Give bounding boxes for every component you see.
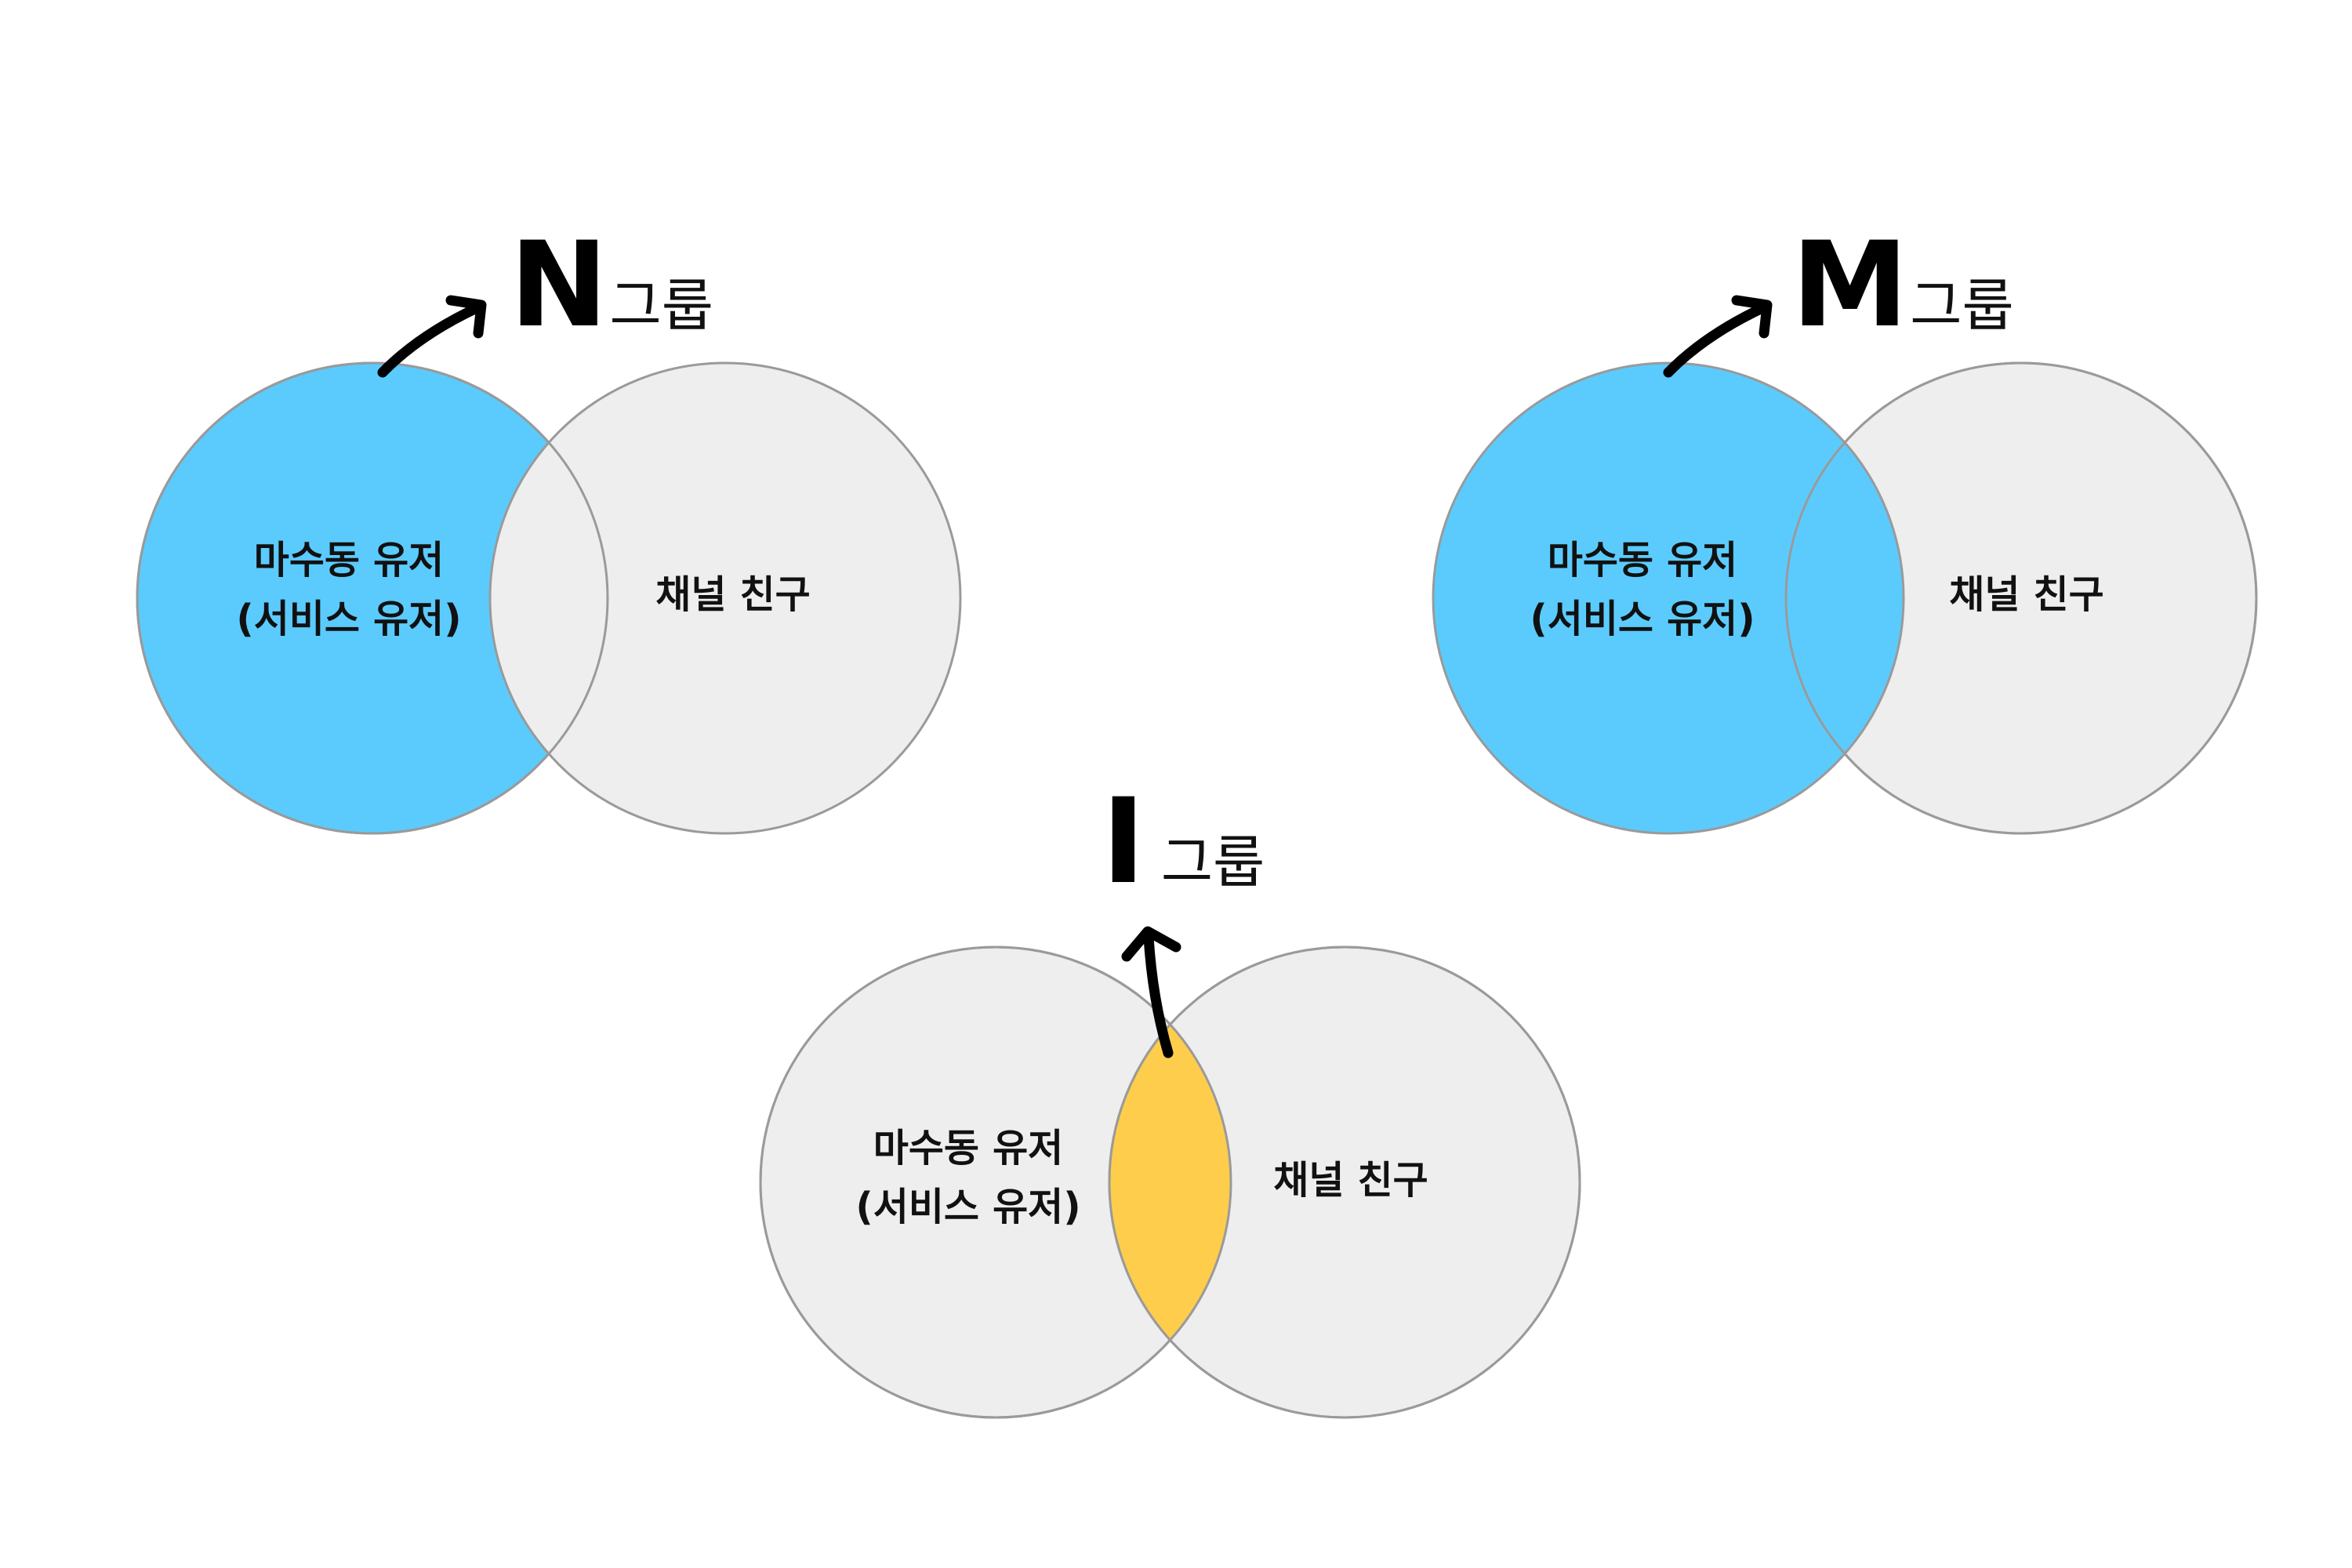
venn-i-left-label-line1: 마수동 유저 — [873, 1126, 1063, 1171]
venn-m-arrow — [1663, 302, 1769, 378]
venn-i-right-outline — [1108, 946, 1581, 1419]
venn-n-arrowhead — [445, 295, 487, 339]
venn-i-arrowhead — [1121, 926, 1181, 962]
venn-n-group-suffix: 그룹 — [610, 273, 713, 339]
venn-n-arrow — [377, 302, 484, 378]
venn-n-left-outline — [136, 361, 609, 835]
venn-n-group: 마수동 유저 (서비스 유저) 채널 친구 N그룹 — [136, 217, 962, 835]
venn-m-group-letter: M — [1791, 217, 1908, 354]
venn-m-arrowhead — [1731, 295, 1773, 339]
venn-n-right-label: 채널 친구 — [655, 572, 810, 617]
venn-n-group-letter: N — [510, 217, 608, 354]
venn-i-group-suffix: 그룹 — [1161, 829, 1265, 895]
venn-n-left-label-line1: 마수동 유저 — [254, 538, 444, 583]
venn-m-right-outline — [1784, 361, 2258, 835]
venn-i-left-label-line2: (서비스 유저) — [855, 1185, 1080, 1229]
venn-m-left-circle — [1432, 361, 1905, 835]
venn-i-right-label: 채널 친구 — [1273, 1158, 1428, 1203]
venn-m-left-label-line2: (서비스 유저) — [1530, 597, 1755, 641]
venn-m-group-title: M그룹 — [1791, 217, 2014, 354]
venn-n-group-title: N그룹 — [510, 217, 713, 354]
venn-n-right-circle — [488, 361, 962, 835]
venn-m-group: 마수동 유저 (서비스 유저) 채널 친구 M그룹 — [1432, 217, 2258, 835]
venn-i-arrow — [1143, 931, 1174, 1058]
venn-n-left-label-line2: (서비스 유저) — [236, 597, 461, 641]
venn-i-left-outline — [759, 946, 1232, 1419]
venn-i-group-letter: I — [1102, 774, 1145, 910]
venn-m-right-label: 채널 친구 — [1949, 572, 2103, 617]
venn-m-left-label-line1: 마수동 유저 — [1548, 538, 1737, 583]
venn-m-group-suffix: 그룹 — [1910, 273, 2013, 339]
